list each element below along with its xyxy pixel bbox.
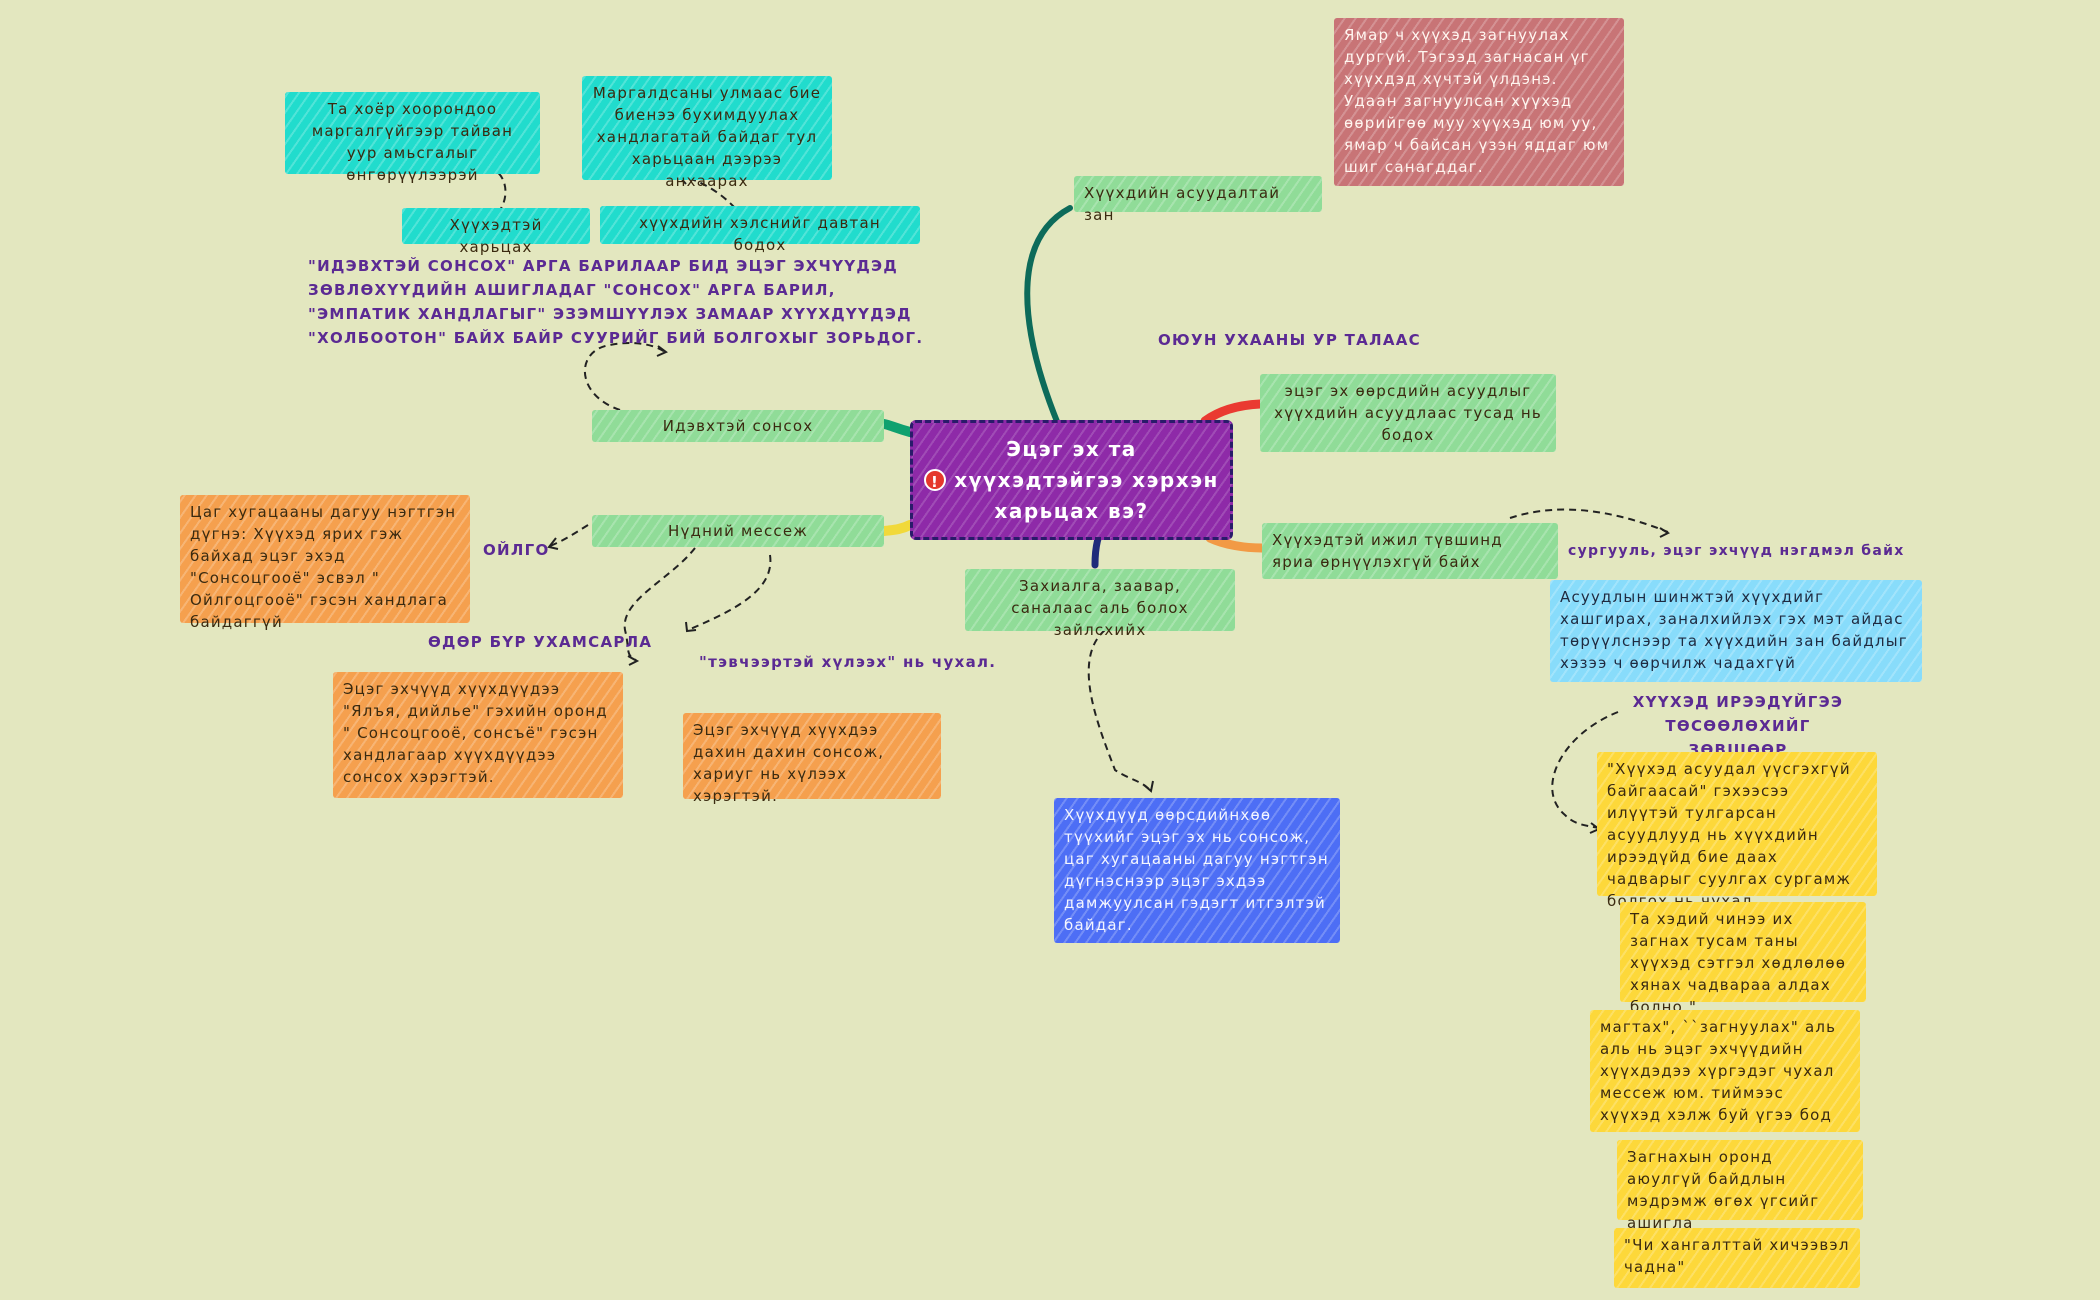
node-praise-scold[interactable]: магтах", ``загнуулах" аль аль нь эцэг эх… [1590,1010,1860,1132]
node-threat[interactable]: Асуудлын шинжтэй хүүхдийг хашгирах, зана… [1550,580,1922,682]
dashed-arrow-peaceful [487,167,507,214]
dashed-arrow-imagine [1551,711,1619,829]
node-safety-words[interactable]: Загнахын оронд аюулгүй байдлын мэдрэмж ө… [1617,1140,1863,1232]
central-topic-line2: хүүхэдтэйгээ хэрхэн [954,467,1219,492]
node-scold-more[interactable]: Та хэдий чинээ их загнах тусам таны хүүх… [1620,902,1866,1016]
connector-eye-message [879,520,915,536]
branch-talk-level[interactable]: Хүүхэдтэй ижил түвшинд яриа өрнүүлэхгүй … [1262,523,1558,579]
mental-label: ОЮУН УХААНЫ УР ТАЛААС [1158,331,1421,349]
branch-safe-way[interactable]: Хүүхдийн асуудалтай зан [1074,176,1322,224]
node-story[interactable]: Хүүхдүүд өөрсдийнхөө түүхийг эцэг эх нь … [1054,798,1340,943]
branch-eye-message[interactable]: Нүдний мессеж [592,515,884,547]
central-topic-line2-row: ! хүүхэдтэйгээ хэрхэн [924,465,1219,496]
connector-safe-way [1024,205,1073,427]
dashed-arrow-school [1509,508,1669,533]
central-topic[interactable]: Эцэг эх та ! хүүхэдтэйгээ хэрхэн харьцах… [910,420,1233,540]
dashed-arrow-active [584,342,666,411]
node-you-can[interactable]: "Чи хангалттай хичээвэл чадна" [1614,1228,1860,1288]
school-label: сургууль, эцэг эхчүүд нэгдмэл байх [1568,543,1905,559]
central-topic-line1: Эцэг эх та [1006,436,1137,461]
dashed-arrow-daily [623,547,696,661]
connector-active-listening [879,419,915,437]
dashed-arrow-blue [1087,629,1151,791]
active-listening-heading: "ИДЭВХТЭЙ СОНСОХ" АРГА БАРИЛААР БИД ЭЦЭГ… [308,257,924,347]
node-scolding[interactable]: Ямар ч хүүхэд загнуулах дургүй. Тэгээд з… [1334,18,1624,186]
node-wait[interactable]: Эцэг эхчүүд хүүхдээ дахин дахин сонсож, … [683,713,941,805]
exclamation-circle-icon: ! [924,469,947,491]
branch-orders[interactable]: Захиалга, заавар, саналаас аль болох зай… [965,569,1235,639]
node-time-summary[interactable]: Цаг хугацааны дагуу нэгтгэн дүгнэ: Хүүхэ… [180,495,470,631]
node-peaceful[interactable]: Та хоёр хоорондоо маргалгүйгээр тайван у… [285,92,540,184]
node-repeat-words[interactable]: хүүхдийн хэлснийг давтан бодох [600,206,920,254]
dashed-arrow-argue [679,175,736,209]
node-talk-with-child[interactable]: Хүүхэдтэй харьцах [402,208,590,256]
daily-label: ӨДӨР БҮР УХАМСАРЛА [428,633,653,651]
node-say[interactable]: Эцэг эхчүүд хүүхдүүдээ "Ялъя, дийлье" гэ… [333,672,623,798]
imagine-label: ХҮҮХЭД ИРЭЭДҮЙГЭЭ ТӨСӨӨЛӨХИЙГ ЗӨВШӨӨР [1632,693,1844,759]
node-argue[interactable]: Маргалдсаны улмаас бие биенээ бухимдуула… [582,76,832,190]
dashed-arrow-patient [687,554,772,631]
oilgo-label: ОЙЛГО [483,541,550,559]
branch-active-listening[interactable]: Идэвхтэй сонсох [592,410,884,442]
central-topic-line3: харьцах вэ? [994,498,1149,523]
dashed-arrow-oilgo [549,524,589,547]
patient-label: "тэвчээртэй хүлээх" нь чухал. [699,653,997,671]
connector-separate [1200,399,1265,426]
branch-separate-problem[interactable]: эцэг эх өөрсдийн асуудлыг хүүхдийн асууд… [1260,374,1556,452]
node-future-problems[interactable]: "Хүүхэд асуудал үүсгэхгүй байгаасай" гэх… [1597,752,1877,910]
